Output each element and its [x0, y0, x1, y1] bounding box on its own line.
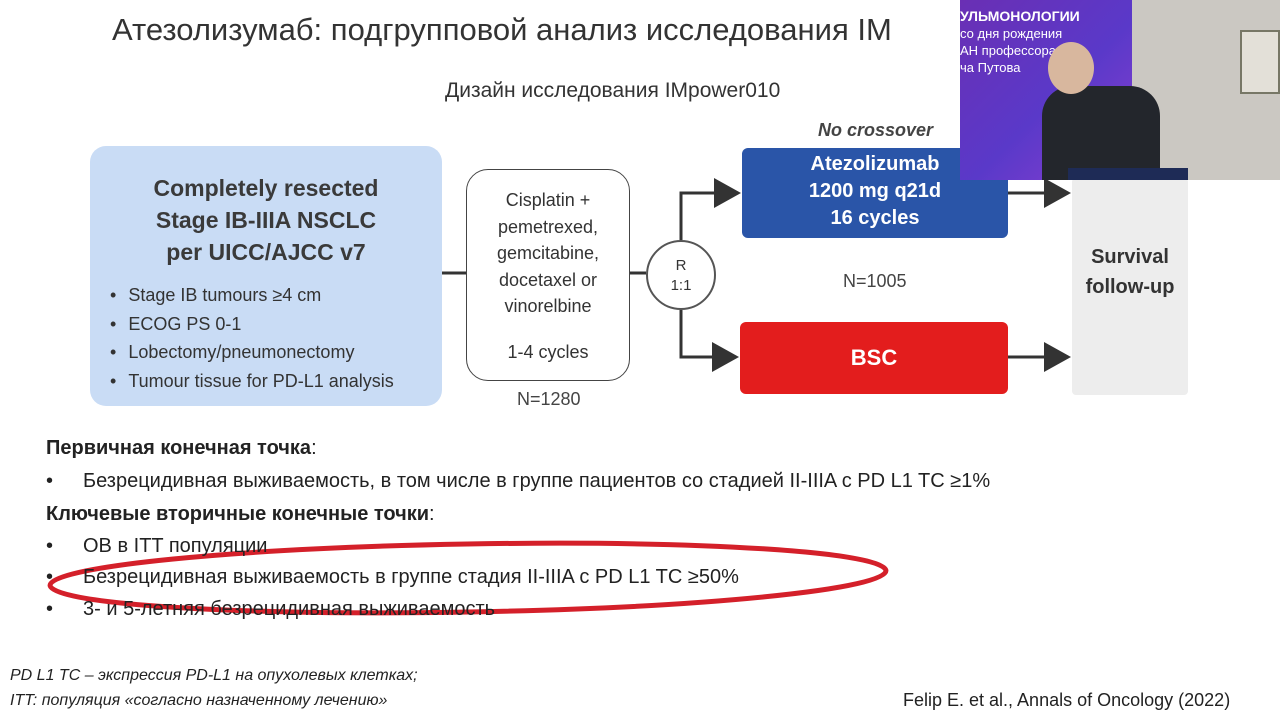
- chemo-n: N=1280: [517, 389, 581, 409]
- speaker-video-inset: УЛЬМОНОЛОГИИ со дня рождения АН профессо…: [960, 0, 1280, 180]
- survival-box: Survival follow-up: [1072, 178, 1188, 395]
- arrow-to-atezo: [679, 178, 741, 240]
- primary-endpoint-heading: Первичная конечная точка:: [46, 437, 317, 459]
- no-crossover-label: No crossover: [818, 120, 934, 140]
- list-item: Tumour tissue for PD-L1 analysis: [110, 367, 393, 396]
- list-item: ECOG PS 0-1: [110, 310, 394, 339]
- highlight-ellipse: [47, 540, 889, 616]
- slide-title: Атезолизумаб: подгрупповой анализ исслед…: [112, 12, 892, 47]
- list-item: •3- и 5-летняя безрецидивная выживаемост…: [46, 598, 496, 620]
- slide-subtitle: Дизайн исследования IMpower010: [445, 79, 781, 102]
- secondary-endpoints-heading: Ключевые вторичные конечные точки:: [46, 503, 435, 525]
- list-item: •Безрецидивная выживаемость, в том числе…: [46, 470, 991, 492]
- footnote-itt: ITT: популяция «согласно назначенному ле…: [10, 692, 388, 709]
- list-item: Lobectomy/pneumonectomy: [110, 338, 394, 367]
- footnote-pdl1: PD L1 TC – экспрессия PD-L1 на опухолевы…: [10, 667, 418, 684]
- list-item: •Безрецидивная выживаемость в группе ста…: [46, 566, 739, 588]
- chemo-regimen: Cisplatin + pemetrexed, gemcitabine, doc…: [496, 190, 600, 316]
- population-heading: Completely resected Stage IB-IIIA NSCLC …: [153, 175, 379, 265]
- bsc-arm: BSC: [740, 322, 1008, 394]
- chemo-cycles: 1-4 cycles: [507, 342, 589, 362]
- chemo-box: Cisplatin + pemetrexed, gemcitabine, doc…: [466, 169, 630, 381]
- banner-text: УЛЬМОНОЛОГИИ со дня рождения АН профессо…: [960, 8, 1080, 75]
- arrow-to-bsc: [679, 310, 739, 372]
- speaker-body: [1042, 86, 1160, 180]
- randomisation-circle: R 1:1: [646, 240, 716, 310]
- atezolizumab-arm: Atezolizumab 1200 mg q21d 16 cycles: [742, 148, 1008, 238]
- citation: Felip E. et al., Annals of Oncology (202…: [903, 690, 1231, 710]
- list-item: Stage IB tumours ≥4 cm: [110, 281, 394, 310]
- wall-frame: [1240, 30, 1280, 94]
- population-box: Completely resected Stage IB-IIIA NSCLC …: [90, 146, 442, 406]
- podium: [1068, 168, 1188, 180]
- list-item: •ОВ в ITT популяции: [46, 535, 268, 557]
- speaker-head: [1048, 42, 1094, 94]
- population-criteria: Stage IB tumours ≥4 cm ECOG PS 0-1 Lobec…: [110, 281, 394, 396]
- arms-n: N=1005: [843, 271, 907, 291]
